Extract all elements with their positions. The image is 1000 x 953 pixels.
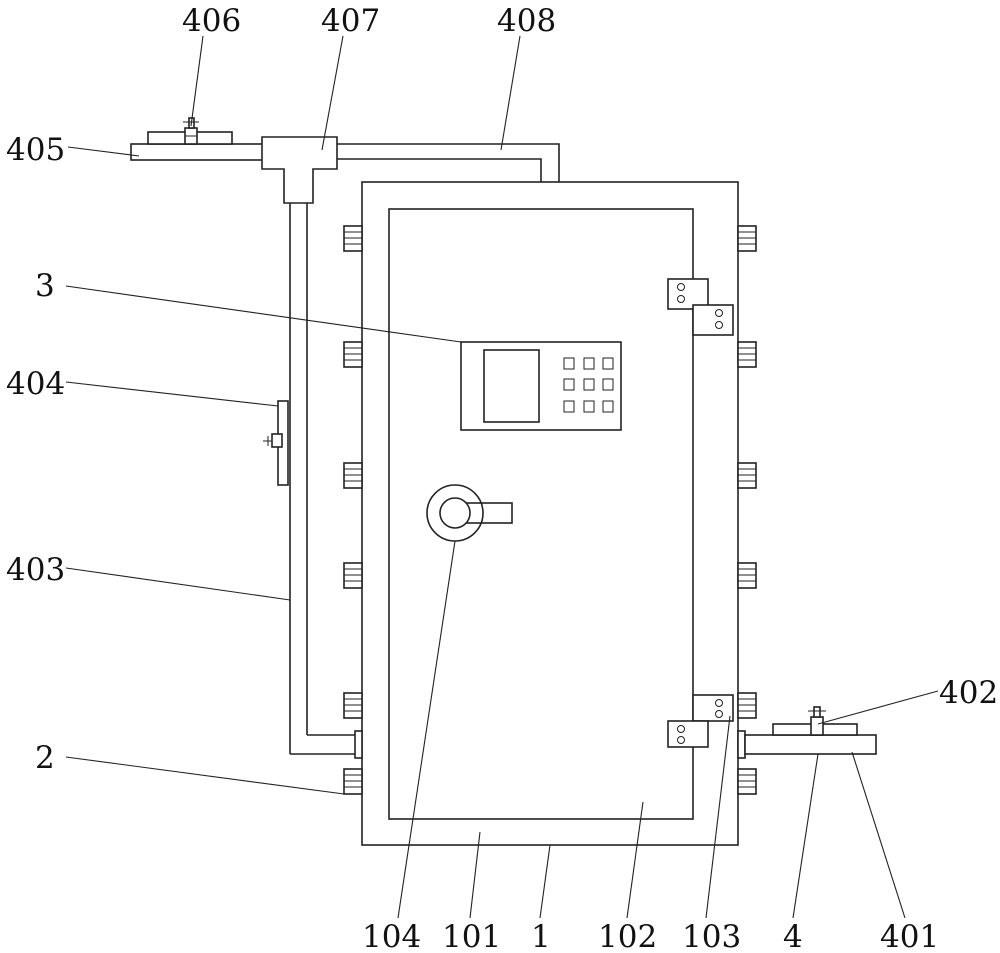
upper-pipe xyxy=(337,143,560,182)
label-2: 2 xyxy=(35,740,55,776)
bolt xyxy=(343,768,363,795)
label-101: 101 xyxy=(442,919,501,953)
bolt xyxy=(737,225,757,252)
bolt xyxy=(343,692,363,719)
bolt xyxy=(737,692,757,719)
left-arm xyxy=(130,143,264,161)
hinge-top xyxy=(667,278,734,336)
keypad xyxy=(563,357,614,413)
leader-lines xyxy=(65,35,939,919)
label-404: 404 xyxy=(6,366,65,402)
bottom-pipe-assembly xyxy=(737,706,877,759)
right-arm xyxy=(744,734,877,755)
control-panel xyxy=(460,341,622,431)
labels: 406 407 408 405 3 404 403 2 402 104 101 … xyxy=(6,3,998,953)
label-403: 403 xyxy=(6,552,65,588)
label-401: 401 xyxy=(880,919,939,953)
tee-fitting xyxy=(261,136,338,204)
bolt xyxy=(737,341,757,368)
label-102: 102 xyxy=(598,919,657,953)
label-1: 1 xyxy=(531,919,551,953)
hinge-bottom xyxy=(667,694,734,748)
display-screen xyxy=(483,349,540,423)
label-103: 103 xyxy=(682,919,741,953)
label-408: 408 xyxy=(497,3,556,39)
label-4: 4 xyxy=(783,919,803,953)
label-104: 104 xyxy=(362,919,421,953)
label-3: 3 xyxy=(35,268,55,304)
bolt xyxy=(343,462,363,489)
label-407: 407 xyxy=(321,3,380,39)
bolt xyxy=(737,562,757,589)
bolt xyxy=(343,562,363,589)
bolt xyxy=(737,768,757,795)
top-pipe-assembly xyxy=(130,117,560,759)
bolt xyxy=(737,462,757,489)
cabinet-door xyxy=(388,208,694,820)
left-bolts xyxy=(343,225,363,795)
bolt xyxy=(343,341,363,368)
bolt xyxy=(343,225,363,252)
label-406: 406 xyxy=(182,3,241,39)
label-402: 402 xyxy=(939,675,998,711)
right-bolts xyxy=(737,225,757,795)
label-405: 405 xyxy=(6,132,65,168)
